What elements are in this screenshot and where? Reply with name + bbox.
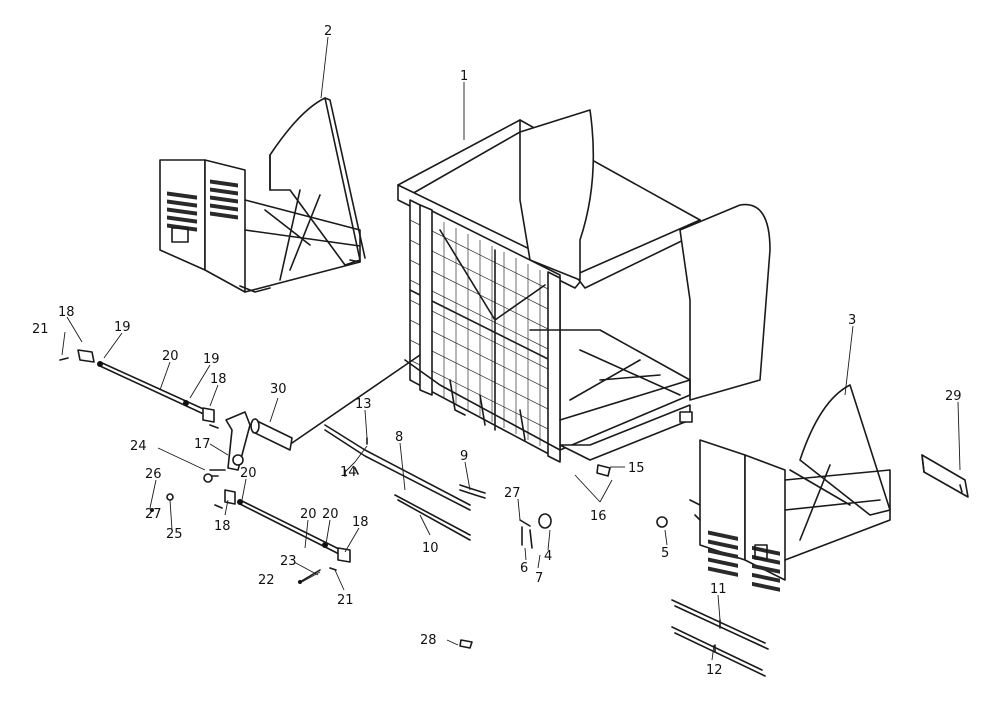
- callout-22: 22: [258, 573, 275, 588]
- callout-10: 10: [422, 541, 439, 556]
- callout-24: 24: [130, 439, 147, 454]
- callout-18: 18: [58, 305, 75, 320]
- callout-26: 26: [145, 467, 162, 482]
- callout-1: 1: [460, 69, 468, 84]
- callout-9: 9: [460, 449, 468, 464]
- callout-3: 3: [848, 313, 856, 328]
- callout-5: 5: [661, 546, 669, 561]
- callout-16: 16: [590, 509, 607, 524]
- side-panel-right: [689, 384, 891, 592]
- leader-lines: [61, 36, 961, 661]
- callout-labels: 2 1 3 29 18 21 19 20 19 18 30 24 17 26 2…: [32, 24, 962, 678]
- callout-20: 19: [114, 320, 131, 335]
- callout-4: 4: [544, 549, 552, 564]
- callout-20: 20: [322, 507, 339, 522]
- callout-12: 12: [706, 663, 723, 678]
- callout-11: 11: [710, 582, 727, 597]
- callout-7: 7: [535, 571, 543, 586]
- callout-19: 20: [300, 507, 317, 522]
- callout-6: 6: [520, 561, 528, 576]
- callout-21: 21: [32, 322, 49, 337]
- callout-15: 15: [628, 461, 645, 476]
- callout-14: 14: [340, 465, 357, 480]
- callout-17: 17: [194, 437, 211, 452]
- rods-11-12: [671, 599, 769, 677]
- callout-20: 19: [203, 352, 220, 367]
- callout-28: 29: [945, 389, 962, 404]
- callout-21: 21: [337, 593, 354, 608]
- callout-20: 20: [240, 466, 257, 481]
- callout-13: 13: [355, 397, 372, 412]
- side-panel-left: [159, 97, 366, 293]
- main-frame: [397, 109, 771, 463]
- callout-23: 23: [280, 554, 297, 569]
- rails-8-10: [324, 424, 486, 541]
- callout-25: 25: [166, 527, 183, 542]
- callout-8: 8: [395, 430, 403, 445]
- part-28-bracket: [921, 454, 969, 498]
- callout-18: 18: [352, 515, 369, 530]
- callout-30: 28: [420, 633, 437, 648]
- callout-18: 18: [210, 372, 227, 387]
- callout-27: 27: [145, 507, 162, 522]
- small-hardware: [459, 411, 693, 649]
- callout-2: 2: [324, 24, 332, 39]
- callout-19: 20: [162, 349, 179, 364]
- callout-27: 27: [504, 486, 521, 501]
- callout-29: 30: [270, 382, 287, 397]
- callout-18: 18: [214, 519, 231, 534]
- linkage-assembly: [59, 349, 421, 584]
